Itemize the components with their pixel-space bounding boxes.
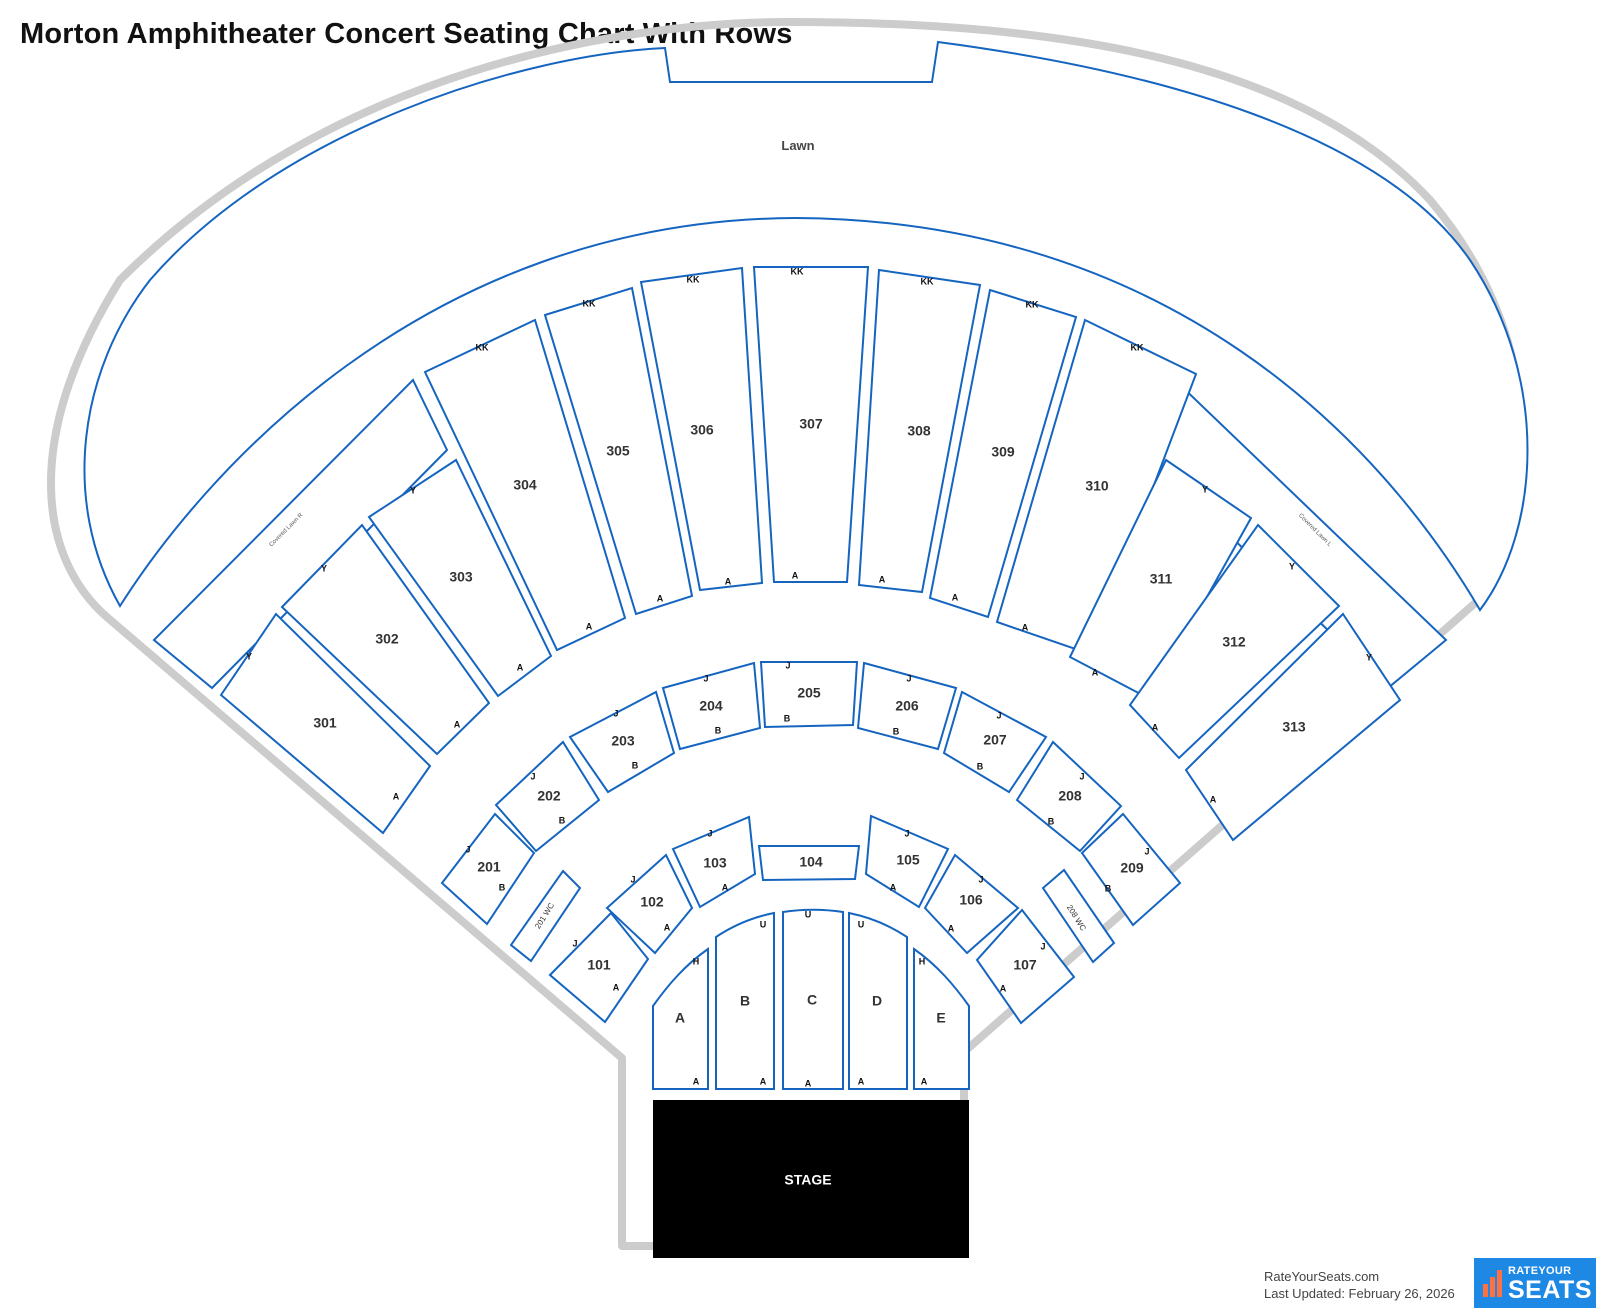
stage: STAGE: [653, 1100, 969, 1258]
section-307[interactable]: 307 KK A: [752, 266, 870, 583]
section-204[interactable]: 204 J B: [661, 661, 762, 751]
section-c[interactable]: C U A: [782, 908, 844, 1090]
logo-line1: RATEYOUR: [1508, 1265, 1572, 1277]
footer: RateYourSeats.com Last Updated: February…: [1264, 1268, 1455, 1302]
chart-bars-icon: [1483, 1270, 1502, 1297]
section-206[interactable]: 206 J B: [856, 661, 958, 751]
footer-updated: Last Updated: February 26, 2026: [1264, 1286, 1455, 1301]
section-201wc[interactable]: 201 WC: [509, 869, 582, 963]
lawn-section[interactable]: Lawn: [83, 40, 1529, 612]
footer-site: RateYourSeats.com: [1264, 1269, 1380, 1284]
rateyourseats-logo[interactable]: RATEYOUR SEATS: [1474, 1258, 1596, 1308]
lawn-label: Lawn: [781, 138, 814, 153]
section-a[interactable]: A H A: [652, 947, 709, 1090]
section-b[interactable]: B U A: [715, 911, 775, 1090]
section-104[interactable]: 104: [757, 845, 861, 882]
section-d[interactable]: D U A: [848, 911, 908, 1090]
logo-line2: SEATS: [1508, 1276, 1592, 1304]
section-e[interactable]: E H A: [913, 947, 970, 1090]
section-205[interactable]: 205 J B: [759, 660, 859, 729]
stage-label: STAGE: [784, 1172, 831, 1188]
